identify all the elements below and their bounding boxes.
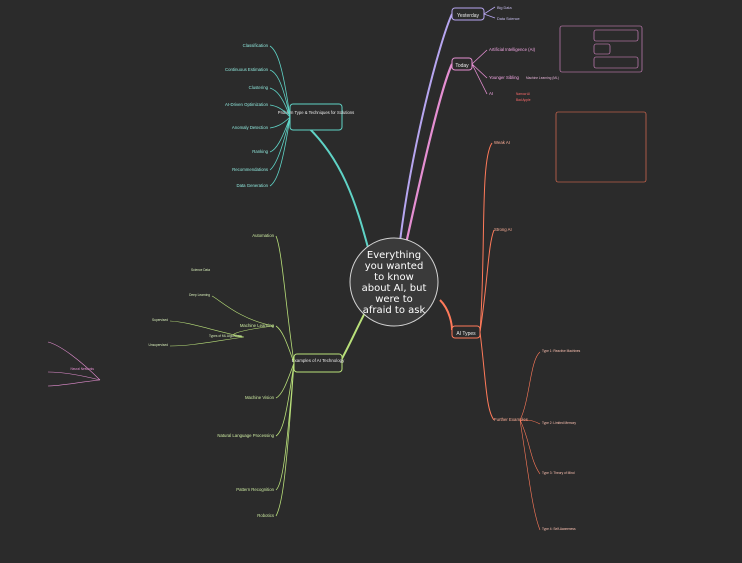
yesterday-sub-connectors — [483, 6, 496, 19]
svg-text:you wanted: you wanted — [365, 261, 424, 272]
center-line-3: to know — [374, 272, 414, 283]
further-examples-connector — [479, 331, 495, 421]
problem-types-item-1: Classification — [243, 43, 269, 48]
svg-text:to know: to know — [374, 272, 414, 283]
ai-types-item-2: Strong AI — [494, 227, 512, 232]
examples-label: Examples of AI Technology — [292, 358, 345, 363]
ml-sub-connectors — [169, 295, 275, 347]
problem-types-label: Problem Type & Techniques for Solutions — [278, 110, 354, 115]
center-line-5: were to — [375, 294, 413, 305]
examples-subitem-3: Supervised — [152, 318, 168, 322]
ai-types-subitem-1: Type 1: Reactive Machines — [542, 349, 581, 353]
examples-sub-connectors — [275, 235, 295, 517]
today-detail-box — [559, 25, 643, 73]
examples-item-6: Robotics — [257, 513, 274, 518]
center-line-6: afraid to ask — [363, 305, 426, 316]
center-line-1: Everything — [367, 250, 421, 261]
yesterday-label: Yesterday — [457, 13, 480, 19]
examples-item-3: Machine Vision — [245, 395, 275, 400]
further-examples-sub-connectors — [519, 351, 541, 531]
problem-types-item-7: Recommendations — [232, 167, 268, 172]
ai-types-item-1: Weak AI — [494, 140, 510, 145]
yesterday-connector — [397, 13, 453, 259]
today-item-3: AI — [489, 91, 493, 96]
problem-types-sub-connectors — [269, 45, 291, 187]
ai-types-subitem-2: Type 2: Limited Memory — [542, 421, 576, 425]
ai-types-item-3: Further Examples — [494, 417, 528, 422]
examples-subitem-5: Types of ML Algorithms — [209, 334, 242, 338]
examples-item-2: Machine Learning — [240, 323, 275, 328]
ai-types-subitem-3: Type 3: Theory of Mind — [542, 471, 575, 475]
problem-types-item-6: Ranking — [252, 149, 268, 154]
center-node — [349, 237, 439, 327]
today-detail-box-3 — [593, 56, 639, 69]
svg-text:were to: were to — [375, 294, 413, 305]
examples-subitem-4: Unsupervised — [149, 343, 169, 347]
strong-ai-connector — [479, 229, 495, 333]
problem-types-item-5: Anomaly Detection — [232, 125, 269, 130]
examples-item-1: Automation — [252, 233, 274, 238]
center-line-2: you wanted — [365, 261, 424, 272]
examples-subitem-6: Neural Networks — [70, 367, 94, 371]
problem-types-item-3: Clustering — [249, 85, 269, 90]
examples-item-4: Natural Language Processing — [217, 433, 274, 438]
problem-types-item-2: Continuous Estimation — [225, 67, 269, 72]
weak-ai-detail-box — [555, 111, 647, 183]
problem-types-node[interactable] — [289, 103, 343, 131]
weak-ai-connector — [479, 142, 493, 333]
yesterday-item-2: Data Science — [497, 17, 520, 21]
today-detail-box-1 — [593, 29, 639, 42]
neural-network-connectors — [47, 341, 101, 387]
svg-text:about AI, but: about AI, but — [362, 283, 427, 294]
today-item-1: Artificial Intelligence (AI) — [489, 47, 536, 52]
problem-types-item-8: Data Generation — [236, 183, 268, 188]
examples-node[interactable] — [293, 353, 343, 373]
problem-types-connector — [299, 119, 373, 263]
center-line-4: about AI, but — [362, 283, 427, 294]
ai-types-label: AI Types — [456, 331, 476, 337]
today-subitem-1: Machine Learning (ML) — [526, 76, 559, 80]
svg-text:Everything: Everything — [367, 250, 421, 261]
ai-types-connector — [439, 299, 453, 331]
today-detail-box-2 — [593, 43, 611, 55]
today-item-2: Younger Sibling — [489, 75, 520, 80]
svg-text:afraid to ask: afraid to ask — [363, 305, 426, 316]
today-label: Today — [455, 63, 469, 69]
ai-types-subitem-4: Type 4: Self-Awareness — [542, 527, 576, 531]
examples-subitem-1: Science Data — [191, 268, 210, 272]
today-item-4: Narrow AI — [516, 92, 530, 96]
today-item-5: Bad Apple — [516, 98, 531, 102]
examples-subitem-2: Deep Learning — [189, 293, 210, 297]
examples-item-5: Pattern Recognition — [236, 487, 274, 492]
problem-types-item-4: AI-Driven Optimization — [225, 102, 269, 107]
today-connector — [400, 63, 453, 263]
today-sub-connectors — [471, 49, 488, 95]
yesterday-item-1: Big Data — [497, 6, 512, 10]
